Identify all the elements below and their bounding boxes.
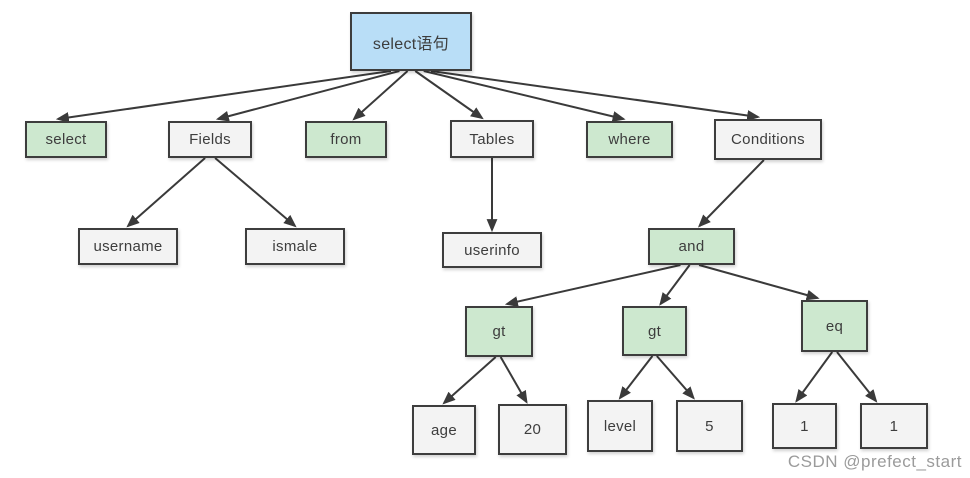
node-label: 1 (800, 417, 809, 435)
edge-gt2-to-v5 (656, 355, 695, 400)
node-ismale: ismale (245, 228, 345, 265)
edge-root-to-tables (414, 70, 484, 120)
edge-conditions-to-and (697, 159, 765, 228)
edge-eq-to-one_a (795, 351, 834, 403)
node-label: where (608, 131, 651, 148)
node-select: select (25, 121, 107, 158)
node-label: level (603, 417, 637, 435)
node-fields: Fields (168, 121, 252, 158)
node-gt2: gt (622, 306, 687, 356)
watermark: CSDN @prefect_start (787, 452, 962, 471)
node-label: Fields (189, 131, 231, 148)
node-username: username (78, 228, 178, 265)
edge-root-to-select (55, 70, 392, 123)
node-one_a: 1 (772, 403, 837, 449)
node-one_b: 1 (860, 403, 928, 449)
edge-and-to-eq (698, 264, 820, 301)
node-label: select (45, 131, 87, 148)
node-label: 1 (889, 417, 899, 435)
node-label: Tables (469, 130, 515, 148)
node-v20: 20 (498, 404, 567, 455)
edge-fields-to-username (126, 157, 206, 228)
edge-and-to-gt1 (504, 264, 681, 307)
node-label: gt (647, 322, 662, 340)
node-label: Conditions (731, 131, 805, 148)
node-label: userinfo (464, 241, 520, 259)
node-label: gt (492, 323, 506, 340)
node-gt1: gt (465, 306, 533, 357)
node-label: 20 (523, 421, 542, 438)
edge-gt1-to-v20 (499, 356, 528, 404)
node-label: username (93, 238, 163, 255)
node-tables: Tables (450, 120, 534, 158)
node-label: 5 (705, 417, 714, 435)
node-eq: eq (801, 300, 868, 352)
node-where: where (586, 121, 673, 158)
node-root: select语句 (350, 12, 472, 71)
edge-gt2-to-level (618, 355, 654, 400)
edge-eq-to-one_b (836, 351, 878, 403)
node-age: age (412, 405, 476, 455)
node-label: ismale (272, 238, 318, 255)
node-label: eq (825, 317, 844, 335)
node-v5: 5 (676, 400, 743, 452)
edge-and-to-gt2 (659, 264, 691, 306)
node-conditions: Conditions (714, 119, 822, 160)
node-from: from (305, 121, 387, 158)
edge-root-to-fields (215, 70, 400, 122)
edge-root-to-where (423, 70, 626, 122)
node-label: age (431, 421, 457, 439)
edge-gt1-to-age (442, 356, 497, 405)
node-and: and (648, 228, 735, 265)
node-userinfo: userinfo (442, 232, 542, 268)
node-level: level (587, 400, 653, 452)
edge-fields-to-ismale (214, 157, 297, 228)
edge-root-to-from (352, 70, 409, 121)
edge-root-to-conditions (430, 70, 761, 121)
node-label: select语句 (372, 35, 450, 53)
node-label: and (678, 238, 705, 255)
node-label: from (330, 131, 362, 148)
